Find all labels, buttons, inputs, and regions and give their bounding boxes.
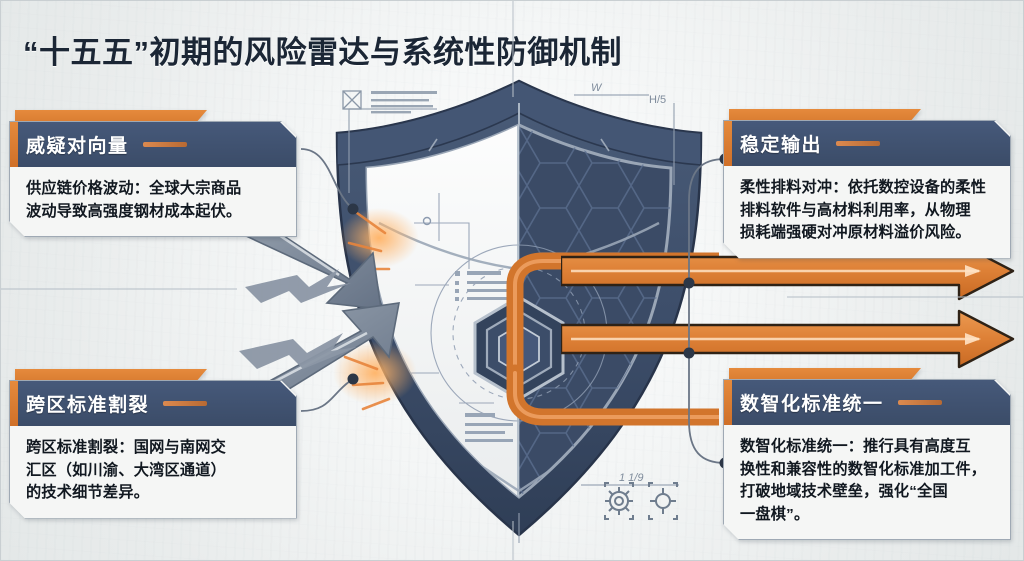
card-title: 威疑对向量 bbox=[26, 136, 129, 157]
gear-icon bbox=[604, 482, 634, 520]
title-dash-icon bbox=[163, 401, 207, 406]
page-title: “十五五”初期的风险雷达与系统性防御机制 bbox=[23, 35, 622, 70]
title-dash-icon bbox=[143, 142, 187, 147]
card-line: 波动导致高强度钢材成本起伏。 bbox=[26, 202, 242, 220]
callout-digital-standard-unification[interactable]: 数智化标准统一 数智化标准统一：推行具有高度互 换性和兼容性的数智化标准加工件，… bbox=[723, 368, 1011, 540]
callout-regional-standard-split[interactable]: 跨区标准割裂 跨区标准割裂：国网与南网交 汇区（如川渝、大湾区通道） 的技术细节… bbox=[9, 369, 297, 519]
title-dash-icon bbox=[836, 141, 880, 146]
card-line: 打破地域技术壁垒，强化“全国 bbox=[740, 483, 948, 500]
title-dash-icon bbox=[898, 400, 942, 405]
target-icon bbox=[648, 482, 678, 520]
output-arrows bbox=[561, 241, 1015, 369]
card-header: 稳定输出 bbox=[724, 121, 1010, 166]
card-line: 供应链价格波动：全球大宗商品 bbox=[26, 180, 242, 197]
card-title: 数智化标准统一 bbox=[740, 394, 884, 415]
card-body: 柔性排料对冲：依托数控设备的柔性 排料软件与高材料利用率，从物理 损耗端强硬对冲… bbox=[724, 166, 1010, 258]
shield-svg: W H/5 1 1/9 bbox=[333, 79, 719, 543]
card-title: 跨区标准割裂 bbox=[26, 395, 150, 416]
card-body: 数智化标准统一：推行具有高度互 换性和兼容性的数智化标准加工件， 打破地域技术壁… bbox=[724, 425, 1010, 539]
card-shell: 威疑对向量 供应链价格波动：全球大宗商品 波动导致高强度钢材成本起伏。 bbox=[9, 121, 297, 237]
card-line: 跨区标准割裂：国网与南网交 bbox=[26, 439, 227, 456]
card-shell: 稳定输出 柔性排料对冲：依托数控设备的柔性 排料软件与高材料利用率，从物理 损耗… bbox=[723, 120, 1011, 259]
lightning-bolt bbox=[239, 269, 357, 369]
callout-threat-vector[interactable]: 威疑对向量 供应链价格波动：全球大宗商品 波动导致高强度钢材成本起伏。 bbox=[9, 110, 297, 237]
annotation-ratio: 1 1/9 bbox=[619, 472, 643, 484]
card-line: 柔性排料对冲：依托数控设备的柔性 bbox=[740, 179, 987, 196]
card-body: 供应链价格波动：全球大宗商品 波动导致高强度钢材成本起伏。 bbox=[10, 167, 296, 236]
card-line: 排料软件与高材料利用率，从物理 bbox=[740, 201, 971, 219]
card-line: 一盘棋”。 bbox=[740, 505, 810, 523]
card-line: 汇区（如川渝、大湾区通道） bbox=[26, 461, 227, 479]
annotation-w: W bbox=[591, 82, 603, 94]
card-title: 稳定输出 bbox=[740, 135, 823, 156]
card-header: 跨区标准割裂 bbox=[10, 381, 296, 426]
card-body: 跨区标准割裂：国网与南网交 汇区（如川渝、大湾区通道） 的技术细节差异。 bbox=[10, 426, 296, 518]
card-line: 损耗端强硬对冲原材料溢价风险。 bbox=[740, 224, 971, 241]
card-line: 的技术细节差异。 bbox=[26, 484, 150, 501]
card-line: 数智化标准统一：推行具有高度互 bbox=[740, 438, 971, 455]
card-header: 数智化标准统一 bbox=[724, 380, 1010, 425]
card-header: 威疑对向量 bbox=[10, 122, 296, 167]
card-shell: 跨区标准割裂 跨区标准割裂：国网与南网交 汇区（如川渝、大湾区通道） 的技术细节… bbox=[9, 380, 297, 519]
shield-graphic: W H/5 1 1/9 bbox=[319, 73, 719, 543]
card-line: 换性和兼容性的数智化标准加工件， bbox=[740, 460, 987, 478]
output-arrow-bottom bbox=[561, 309, 1015, 369]
callout-stable-output[interactable]: 稳定输出 柔性排料对冲：依托数控设备的柔性 排料软件与高材料利用率，从物理 损耗… bbox=[723, 109, 1011, 259]
annotation-h5: H/5 bbox=[649, 94, 666, 106]
card-shell: 数智化标准统一 数智化标准统一：推行具有高度互 换性和兼容性的数智化标准加工件，… bbox=[723, 379, 1011, 540]
